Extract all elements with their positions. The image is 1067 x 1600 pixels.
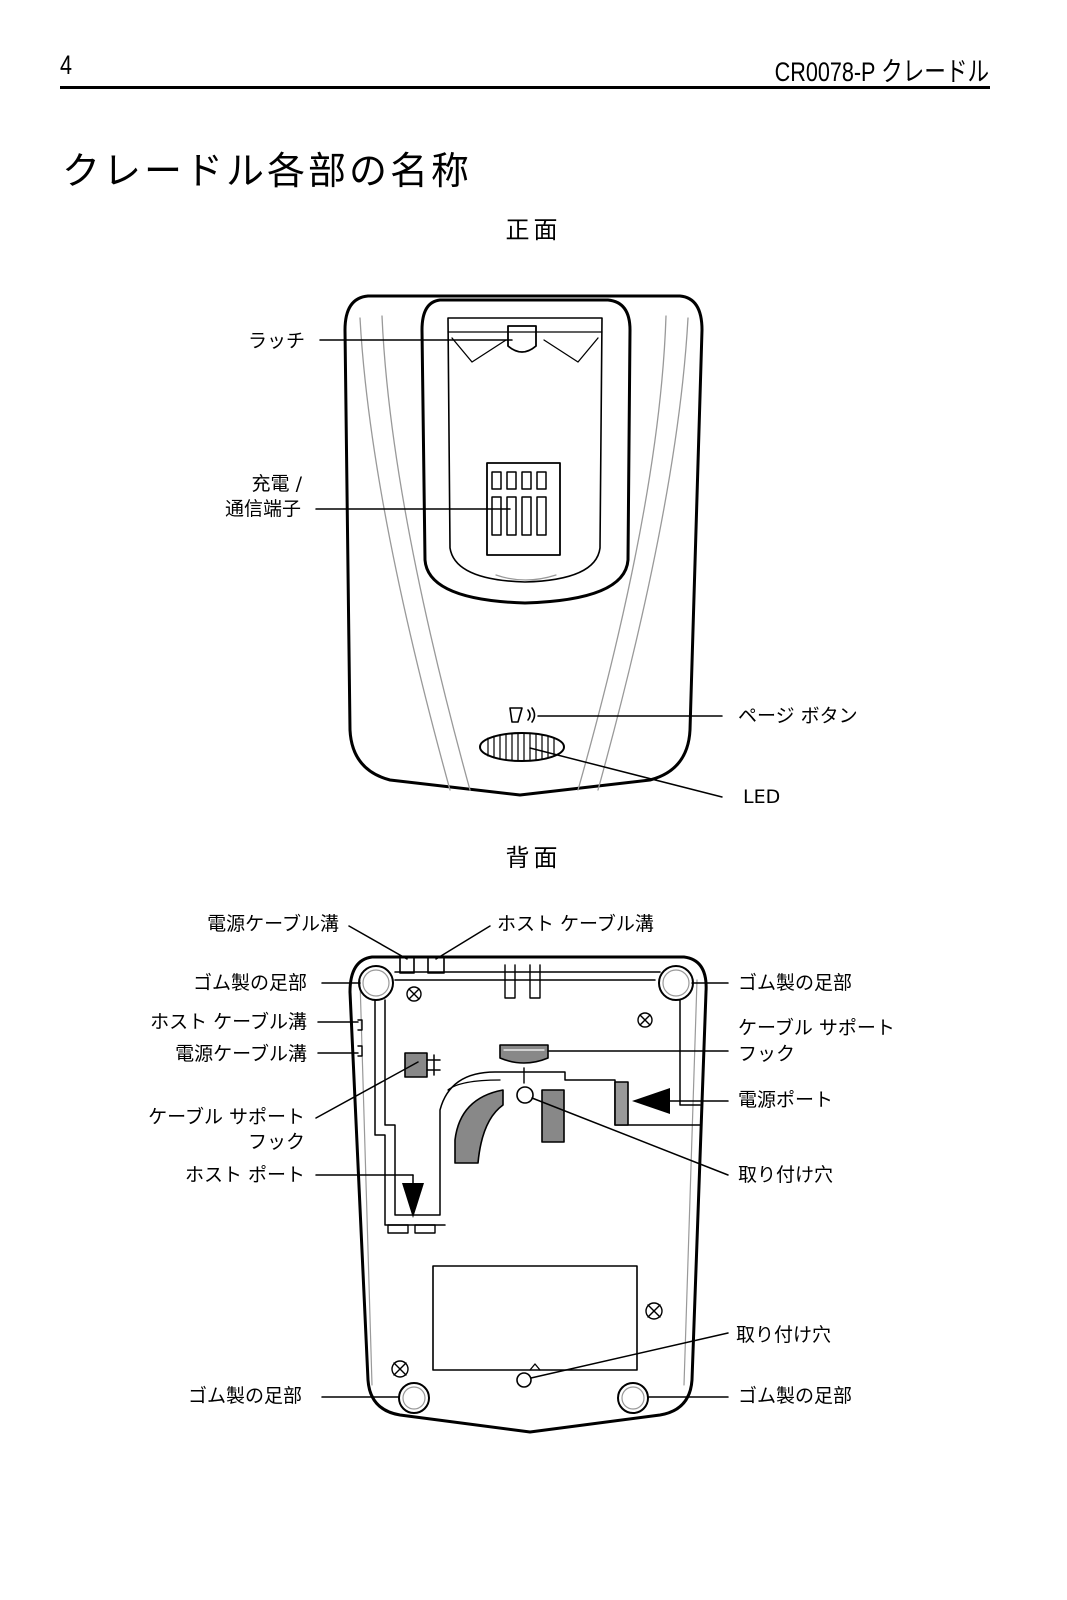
front-latch xyxy=(507,325,537,353)
section-title: クレードル各部の名称 xyxy=(62,149,473,193)
back-view-title: 背面 xyxy=(505,844,562,872)
mount-hole-1 xyxy=(516,1086,534,1104)
power-port xyxy=(614,1081,629,1126)
rubber-foot-bl xyxy=(398,1382,430,1414)
back-label-plate xyxy=(432,1265,638,1371)
back-body-outline xyxy=(348,955,708,1434)
label-latch: ラッチ xyxy=(247,330,305,352)
label-rubber-foot-tr: ゴム製の足部 xyxy=(738,972,853,994)
host-port-arrow xyxy=(402,1183,424,1218)
label-host-groove-left: ホスト ケーブル溝 xyxy=(150,1011,307,1033)
back-curved-rib xyxy=(454,1089,504,1164)
back-cable-channel xyxy=(374,971,701,1226)
mount-hole-2 xyxy=(516,1372,532,1388)
label-host-port: ホスト ポート xyxy=(184,1164,305,1186)
document-title: CR0078-P クレードル xyxy=(774,57,989,87)
label-power-port: 電源ポート xyxy=(738,1089,834,1111)
rubber-foot-br xyxy=(617,1382,649,1414)
label-power-groove-top: 電源ケーブル溝 xyxy=(207,913,339,935)
front-view-drawing xyxy=(315,294,723,798)
label-rubber-foot-bl: ゴム製の足部 xyxy=(187,1385,302,1407)
label-page-button: ページ ボタン xyxy=(738,705,858,727)
cable-hook-right xyxy=(499,1044,549,1084)
rubber-foot-tl xyxy=(358,965,394,1001)
front-pocket-outer xyxy=(420,298,632,605)
cable-hook-left xyxy=(404,1052,441,1078)
page-button-icon xyxy=(509,707,536,723)
label-cable-hook-right-1: ケーブル サポート xyxy=(738,1017,895,1039)
label-mount-hole-1: 取り付け穴 xyxy=(738,1164,834,1186)
label-charge-line2: 通信端子 xyxy=(224,498,301,520)
page-number: 4 xyxy=(60,50,73,80)
label-cable-hook-right-2: フック xyxy=(738,1043,796,1065)
label-host-groove-top: ホスト ケーブル溝 xyxy=(497,913,654,935)
front-body-outline xyxy=(343,294,704,797)
front-led xyxy=(479,732,565,762)
header-rule xyxy=(60,86,990,89)
label-charge-line1: 充電 / xyxy=(251,473,302,495)
label-rubber-foot-br: ゴム製の足部 xyxy=(738,1385,853,1407)
back-view-drawing xyxy=(315,925,729,1434)
label-led: LED xyxy=(743,786,781,808)
label-cable-hook-left-2: フック xyxy=(247,1131,305,1153)
label-mount-hole-2: 取り付け穴 xyxy=(736,1324,832,1346)
label-rubber-foot-tl: ゴム製の足部 xyxy=(192,972,307,994)
label-power-groove-left: 電源ケーブル溝 xyxy=(175,1043,307,1065)
label-cable-hook-left-1: ケーブル サポート xyxy=(148,1106,305,1128)
rubber-foot-tr xyxy=(658,965,694,1001)
front-view-title: 正面 xyxy=(505,216,562,244)
